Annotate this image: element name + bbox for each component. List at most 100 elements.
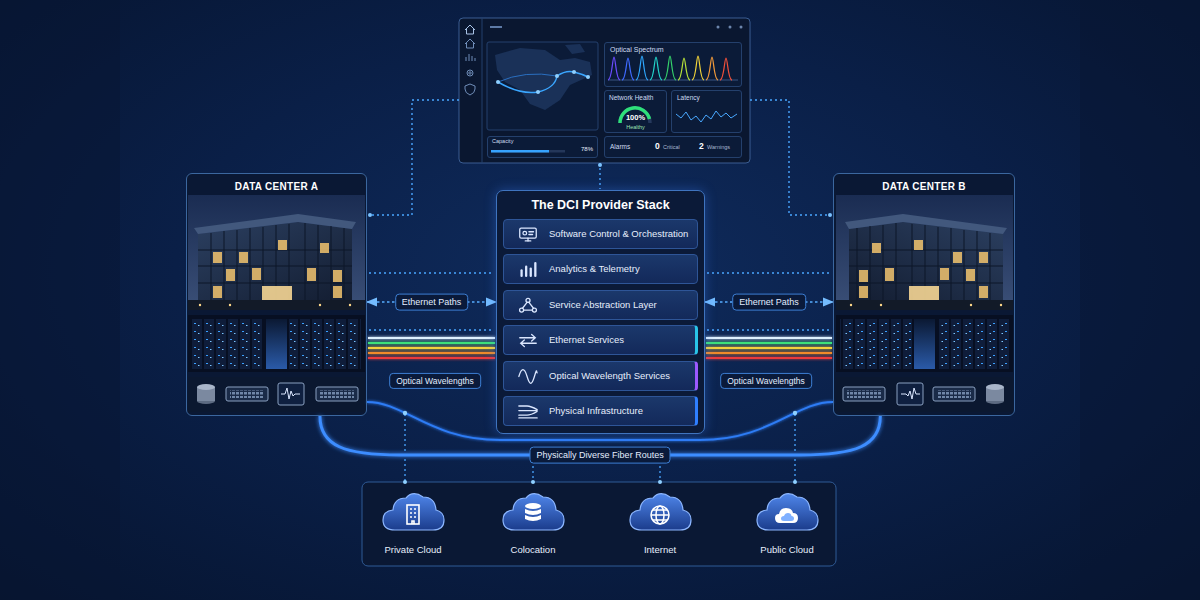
edge-label: Ethernet Paths	[395, 294, 469, 311]
map-panel	[498, 74, 557, 82]
layer-icon	[523, 231, 527, 235]
wavelength-label: Optical Wavelengths	[389, 373, 481, 389]
spectrum-chart	[664, 56, 676, 80]
latency-sparkline	[676, 111, 737, 122]
cloud-node: Private Cloud	[368, 488, 458, 562]
layer-icon	[517, 403, 539, 420]
alarm-count: 0	[655, 142, 660, 152]
sidebar-icon	[469, 72, 471, 74]
fiber-drop	[659, 466, 660, 482]
cloud-icon	[500, 488, 566, 534]
status-text: Healthy	[605, 124, 666, 130]
cloud-icon	[500, 488, 566, 534]
dashboard-frame	[459, 18, 750, 163]
layer-icon	[530, 269, 532, 276]
layer-name: Analytics & Telemetry	[549, 264, 640, 275]
cloud-icon	[525, 503, 541, 521]
cloud-icon	[630, 494, 691, 530]
management-link	[369, 272, 494, 273]
layer-icon	[517, 368, 539, 385]
fiber-dot	[403, 411, 407, 415]
map-panel	[487, 42, 598, 130]
spectrum-chart	[608, 57, 620, 80]
cloud-icon	[651, 506, 669, 524]
sidebar-icon	[465, 84, 475, 95]
stack-box: The DCI Provider StackSoftware Control &…	[496, 190, 705, 434]
spectrum-chart	[720, 58, 732, 80]
cloud-icon	[754, 488, 820, 534]
layer-icon	[517, 261, 539, 278]
layer-icon	[520, 271, 522, 277]
cloud-icon	[410, 509, 416, 524]
spectrum-chart	[692, 56, 704, 80]
map-panel	[586, 75, 590, 79]
box-heading: DATA CENTER B	[834, 181, 1014, 193]
sidebar-icon	[465, 25, 475, 34]
layer-icon	[517, 226, 539, 243]
box-heading: DATA CENTER A	[187, 181, 366, 193]
metric-value: 100%	[605, 114, 666, 123]
cloud-icon	[775, 508, 798, 523]
side-band	[0, 0, 120, 600]
layer-name: Ethernet Services	[549, 335, 624, 346]
panel-fill	[671, 90, 742, 133]
panel-title: Latency	[677, 94, 700, 101]
cloud-label: Public Cloud	[742, 545, 832, 556]
cloud-icon	[525, 515, 541, 521]
dashboard-frame	[729, 26, 732, 29]
cloud-icon	[383, 494, 444, 530]
alarm-level: Critical	[663, 144, 680, 150]
sidebar-icon	[465, 39, 475, 48]
capacity-bar	[491, 150, 549, 153]
layer-icon	[524, 309, 533, 310]
dashboard-panel: Optical Spectrum	[604, 42, 742, 87]
data-center-b-art	[834, 173, 1015, 416]
dashboard-frame	[740, 26, 743, 29]
management-link	[707, 329, 831, 330]
map-panel	[536, 90, 540, 94]
cloud-icon	[380, 488, 446, 534]
dashboard-panel: Alarms0Critical2Warnings	[604, 136, 742, 158]
cloud-icon	[525, 509, 541, 515]
dashboard-frame	[482, 18, 483, 163]
panel-fill	[487, 136, 598, 158]
layer-name: Software Control & Orchestration	[549, 229, 688, 240]
sidebar-icon	[466, 54, 475, 61]
spectrum-chart	[650, 57, 662, 80]
fiber-dot	[793, 480, 797, 484]
map-panel	[555, 74, 559, 78]
dashboard-frame	[717, 26, 720, 29]
fiber-drop	[404, 414, 405, 482]
edge-label: Ethernet Paths	[732, 294, 806, 311]
cloud-icon	[503, 494, 564, 530]
dashboard-frame	[490, 26, 502, 28]
layer-icon	[517, 332, 539, 349]
map-panel	[487, 42, 598, 130]
layer-icon	[517, 226, 539, 243]
layer-icon	[520, 335, 537, 347]
panel-fill	[604, 90, 667, 133]
dashboard-panel: Network Health100%Healthy	[604, 90, 667, 133]
cloud-node: Public Cloud	[742, 488, 832, 562]
fiber-dot	[793, 411, 797, 415]
cloud-node: Internet	[615, 488, 705, 562]
stack-layer: Optical Wavelength Services	[503, 361, 698, 391]
panel-title: Alarms	[610, 143, 630, 150]
dashboard-panel: Capacity78%	[487, 136, 598, 158]
cloud-icon	[407, 505, 419, 524]
cloud-icon	[627, 488, 693, 534]
layer-name: Optical Wavelength Services	[549, 370, 670, 381]
layer-name: Physical Infrastructure	[549, 406, 643, 417]
dashboard-panel: Latency	[671, 90, 742, 133]
layer-icon	[522, 263, 536, 276]
layer-icon	[517, 297, 539, 314]
spectrum-chart	[706, 57, 718, 80]
layer-icon	[523, 302, 528, 308]
sidebar-icon	[465, 25, 475, 95]
capacity-bar	[491, 150, 565, 153]
layer-name: Service Abstraction Layer	[549, 299, 657, 310]
map-panel	[496, 80, 500, 84]
cloud-icon	[757, 494, 818, 530]
data-center-box: DATA CENTER B	[833, 173, 1015, 416]
